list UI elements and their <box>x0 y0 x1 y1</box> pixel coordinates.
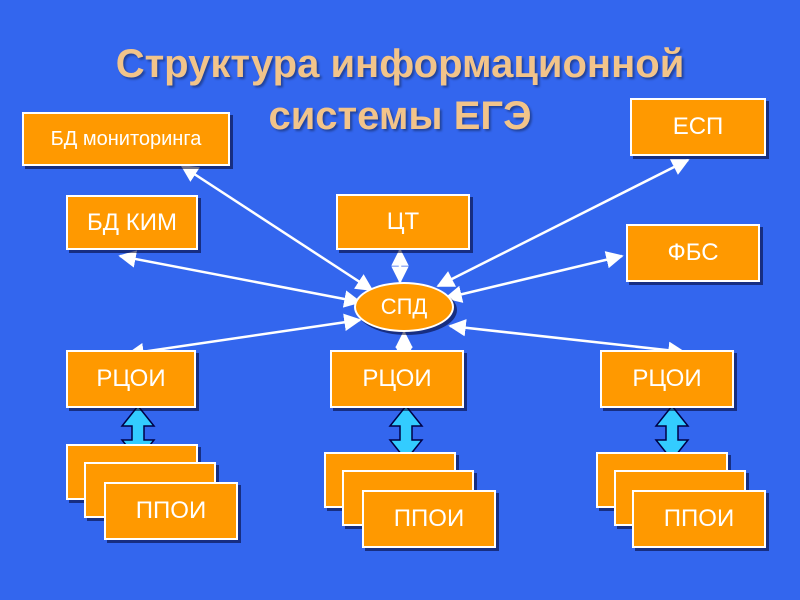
node-bd-kim: БД КИМ <box>66 195 198 250</box>
node-ppoi-2: ППОИ <box>362 490 496 548</box>
node-fbs-label: ФБС <box>667 239 719 266</box>
node-ppoi-3-label: ППОИ <box>663 505 735 532</box>
node-esp-label: ЕСП <box>672 113 724 140</box>
connector-spd-rcoi-1 <box>126 313 362 361</box>
node-ppoi-2-label: ППОИ <box>393 505 465 532</box>
node-rcoi-3: РЦОИ <box>600 350 734 408</box>
connector-spd-fbs <box>444 251 624 303</box>
node-fbs: ФБС <box>626 224 760 282</box>
node-rcoi-1: РЦОИ <box>66 350 196 408</box>
node-ct-label: ЦТ <box>386 208 420 235</box>
node-rcoi-2-label: РЦОИ <box>362 365 432 392</box>
node-esp: ЕСП <box>630 98 766 156</box>
node-rcoi-2: РЦОИ <box>330 350 464 408</box>
node-ppoi-3: ППОИ <box>632 490 766 548</box>
connector-spd-bd-kim <box>118 250 362 308</box>
node-rcoi-1-label: РЦОИ <box>96 365 166 392</box>
title-line-2: системы ЕГЭ <box>268 94 532 138</box>
node-bd-monitoring-label: БД мониторинга <box>50 127 202 150</box>
node-rcoi-3-label: РЦОИ <box>632 365 702 392</box>
node-bd-monitoring: БД мониторинга <box>22 112 230 166</box>
connector-spd-rcoi-3 <box>448 319 686 359</box>
node-spd-hub: СПД <box>354 282 454 332</box>
node-ppoi-1-label: ППОИ <box>135 497 207 524</box>
diagram-title: Структура информационной системы ЕГЭ <box>40 38 760 142</box>
node-spd-label: СПД <box>380 294 428 319</box>
node-bd-kim-label: БД КИМ <box>87 208 177 236</box>
node-ppoi-1: ППОИ <box>104 482 238 540</box>
title-line-1: Структура информационной <box>115 42 685 86</box>
node-ct: ЦТ <box>336 194 470 250</box>
